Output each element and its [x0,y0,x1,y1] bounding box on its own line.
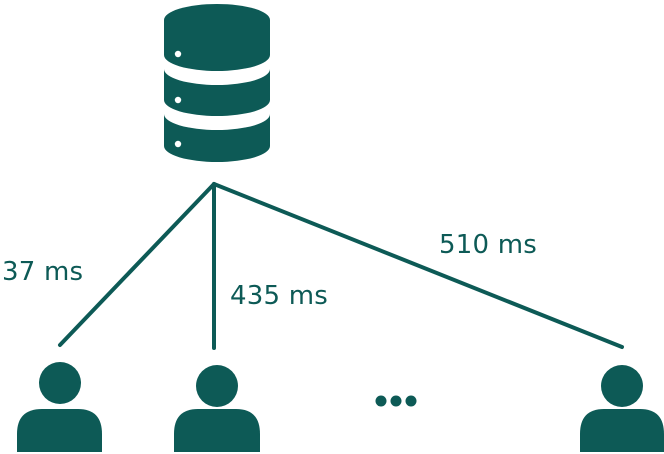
user-icon [580,365,664,452]
connection-line-right [212,182,624,349]
latency-label-right: 510 ms [439,230,537,260]
ellipsis-icon [375,395,417,407]
user-icon [17,362,102,452]
user-icon [174,365,260,452]
latency-label-left: 37 ms [2,257,84,287]
database-icon [164,4,270,162]
latency-label-middle: 435 ms [230,281,328,311]
connection-lines [58,182,624,350]
connection-line-left [58,182,216,347]
